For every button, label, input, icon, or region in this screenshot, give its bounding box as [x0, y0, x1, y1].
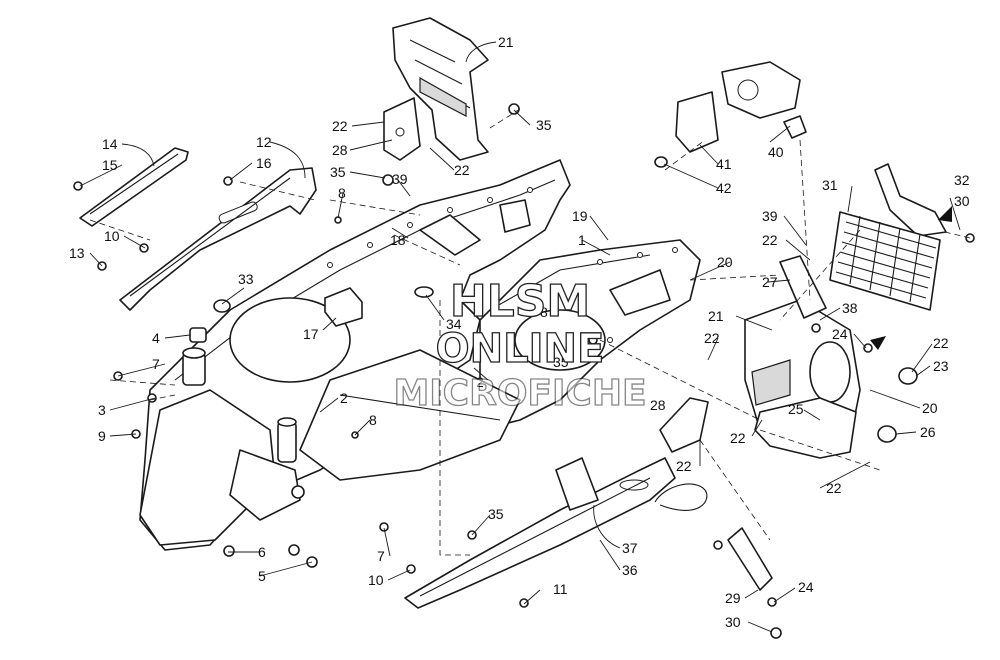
- engine-component-40: [721, 61, 807, 139]
- callout-28: 28: [332, 142, 348, 158]
- callout-24: 24: [832, 326, 848, 342]
- main-chassis: [139, 159, 701, 551]
- callout-9: 9: [98, 428, 106, 444]
- callout-30: 30: [725, 614, 741, 630]
- callout-39: 39: [392, 171, 408, 187]
- callout-32: 32: [954, 172, 970, 188]
- callout-19: 19: [572, 208, 588, 224]
- callout-labels: 21 22 35 28 22 14 15 12 16 35 39 8 18 10…: [69, 34, 970, 630]
- callout-4: 4: [152, 330, 160, 346]
- radiator-screen-31: [829, 211, 941, 311]
- callout-35: 35: [330, 164, 346, 180]
- reference-arrow: [938, 206, 952, 222]
- callout-25: 25: [788, 401, 804, 417]
- callout-42: 42: [716, 180, 732, 196]
- callout-10: 10: [104, 228, 120, 244]
- callout-22: 22: [676, 458, 692, 474]
- bracket-28: [659, 397, 709, 453]
- grommet-34: [414, 286, 434, 298]
- callout-18: 18: [390, 232, 406, 248]
- callout-39: 39: [762, 208, 778, 224]
- callout-28: 28: [650, 397, 666, 413]
- watermark-line-2: ONLINE: [436, 326, 605, 372]
- callout-40: 40: [768, 144, 784, 160]
- callout-15: 15: [102, 157, 118, 173]
- air-box: [675, 91, 719, 153]
- leader-lines: [79, 41, 961, 633]
- callout-20: 20: [717, 254, 733, 270]
- callout-26: 26: [920, 424, 936, 440]
- callout-3: 3: [98, 402, 106, 418]
- callout-22: 22: [762, 232, 778, 248]
- reference-arrow: [870, 336, 886, 350]
- callout-8: 8: [369, 412, 377, 428]
- callout-2: 2: [476, 374, 484, 390]
- callout-8: 8: [540, 304, 548, 320]
- callout-22: 22: [332, 118, 348, 134]
- callout-34: 34: [446, 316, 462, 332]
- callout-31: 31: [822, 177, 838, 193]
- callout-38: 38: [842, 300, 858, 316]
- bumper-block: [324, 287, 363, 327]
- watermark: HLSM ONLINE MICROFICHE: [393, 275, 647, 414]
- callout-24: 24: [798, 579, 814, 595]
- callout-33: 33: [238, 271, 254, 287]
- callout-1: 1: [578, 232, 586, 248]
- callout-23: 23: [933, 358, 949, 374]
- nut-42: [654, 156, 668, 168]
- callout-7: 7: [152, 356, 160, 372]
- left-tie-rod-cover: [79, 147, 189, 227]
- cable-37: [654, 483, 708, 511]
- upper-frame-rail: [119, 167, 317, 311]
- cover-29: [727, 527, 773, 591]
- callout-10: 10: [368, 572, 384, 588]
- callout-35: 35: [553, 354, 569, 370]
- upper-steering-bracket: [383, 17, 489, 161]
- callout-2: 2: [340, 390, 348, 406]
- callout-30: 30: [954, 193, 970, 209]
- callout-21: 21: [498, 34, 514, 50]
- callout-22: 22: [826, 480, 842, 496]
- assembly-lines: [89, 108, 971, 556]
- callout-22: 22: [730, 430, 746, 446]
- callout-6: 6: [258, 544, 266, 560]
- callout-8: 8: [338, 185, 346, 201]
- callout-36: 36: [622, 562, 638, 578]
- watermark-line-1: HLSM: [450, 276, 590, 327]
- watermark-line-3: MICROFICHE: [393, 373, 646, 414]
- callout-20: 20: [922, 400, 938, 416]
- rivet-holes: [327, 187, 678, 343]
- fasteners: [73, 103, 975, 639]
- plate-25: [754, 397, 857, 459]
- callout-12: 12: [256, 134, 272, 150]
- callout-37: 37: [622, 540, 638, 556]
- lower-side-rail: [404, 457, 676, 609]
- callout-22: 22: [704, 330, 720, 346]
- callout-35: 35: [536, 117, 552, 133]
- callout-29: 29: [725, 590, 741, 606]
- bushing-4: [189, 327, 207, 343]
- callout-27: 27: [762, 274, 778, 290]
- callout-41: 41: [716, 156, 732, 172]
- callout-5: 5: [258, 568, 266, 584]
- grommet-23: [898, 367, 918, 385]
- callout-16: 16: [256, 155, 272, 171]
- callout-14: 14: [102, 136, 118, 152]
- heat-shield-32: [874, 163, 947, 237]
- grommet-26: [877, 425, 897, 443]
- callout-22: 22: [933, 335, 949, 351]
- callout-7: 7: [377, 548, 385, 564]
- callout-13: 13: [69, 245, 85, 261]
- callout-22: 22: [454, 162, 470, 178]
- callout-21: 21: [708, 308, 724, 324]
- callout-11: 11: [553, 581, 568, 597]
- callout-35: 35: [488, 506, 504, 522]
- callout-17: 17: [303, 326, 319, 342]
- rubber-grommet-33: [213, 299, 231, 313]
